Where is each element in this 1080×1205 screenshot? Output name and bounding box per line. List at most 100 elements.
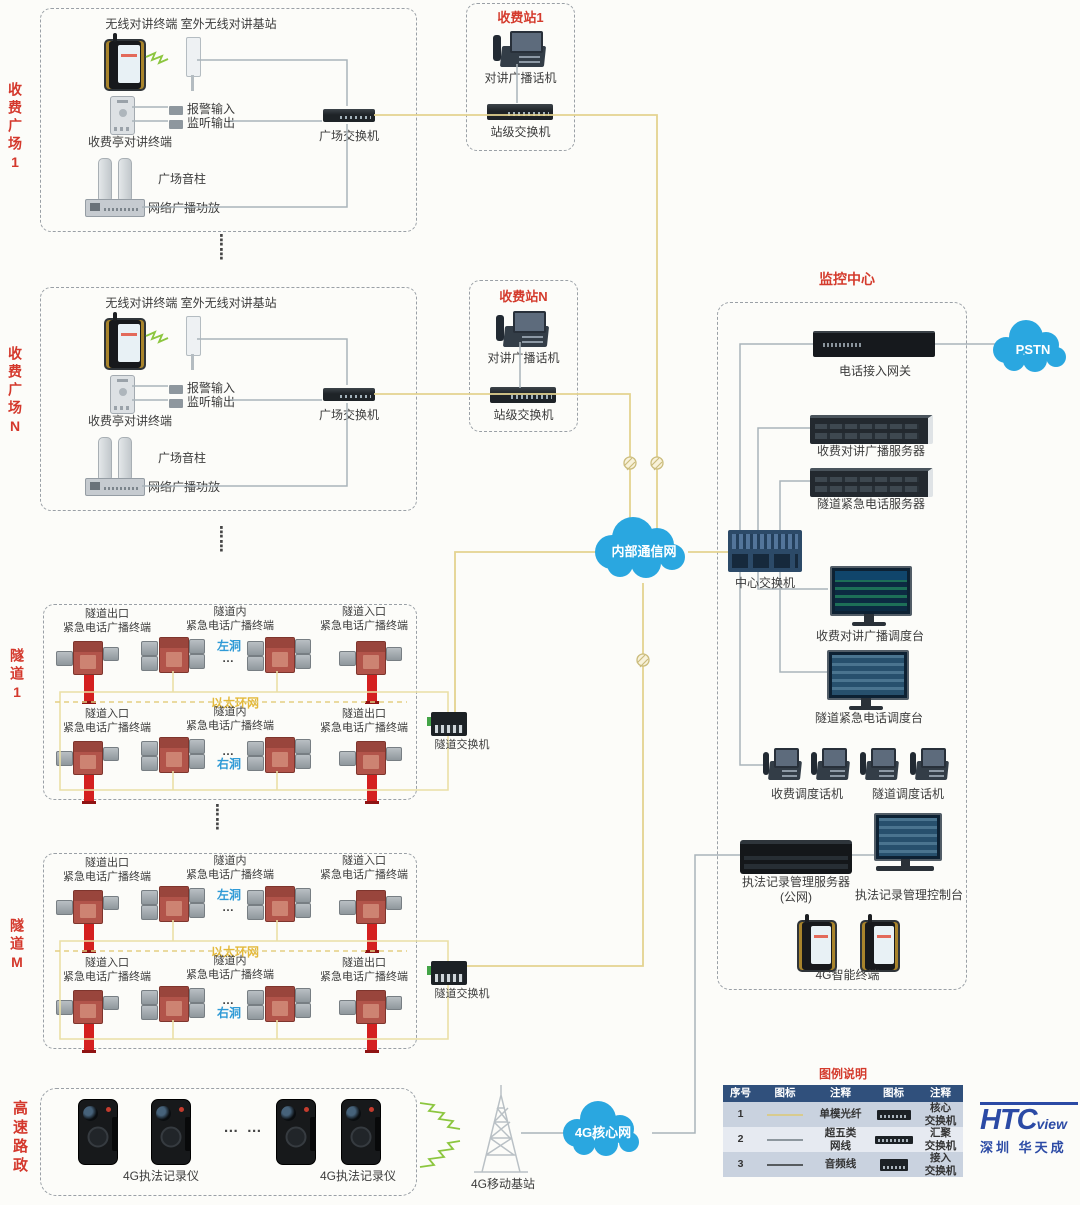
camera-button-icon xyxy=(160,1126,182,1148)
tunnel-dispatch-console-label: 隧道紧急电话调度台 xyxy=(814,711,923,725)
legend-note: 汇聚 交换机 xyxy=(918,1127,963,1152)
terminal-group-label: 隧道内 紧急电话广播终端 xyxy=(186,855,274,881)
tunnel-switch-label: 隧道交换机 xyxy=(434,739,490,751)
speaker-grille-icon xyxy=(116,378,129,383)
camera-clip xyxy=(375,1116,381,1152)
side-label-toll-plaza-1: 收费广场1 xyxy=(7,82,23,174)
horn-speaker-icon xyxy=(247,905,264,920)
alarm-input-label: 报警输入 xyxy=(187,381,236,395)
sound-column-icon xyxy=(98,158,112,201)
horn-speaker-icon xyxy=(295,639,311,654)
horn-speaker-icon xyxy=(295,888,311,903)
monitoring-center-title: 监控中心 xyxy=(819,271,875,287)
monitor-base xyxy=(852,622,886,626)
camera-button-icon xyxy=(285,1126,307,1148)
plaza-switch-icon xyxy=(323,388,375,401)
horn-speaker-icon xyxy=(103,747,119,761)
horn-speaker-icon xyxy=(56,900,73,915)
emergency-phone-terminal-icon xyxy=(73,741,103,775)
red-post-icon xyxy=(365,1024,379,1053)
sound-column-label: 广场音柱 xyxy=(158,172,207,186)
legend-table: 序号 图标 注释 图标 注释 1 单模光纤 核心 交换机 2 超五类 网线 汇聚… xyxy=(723,1085,963,1177)
record-led-icon xyxy=(304,1107,309,1112)
terminal-group-label: 隧道内 紧急电话广播终端 xyxy=(186,606,274,632)
horn-speaker-icon xyxy=(386,896,402,910)
outdoor-base-station-icon xyxy=(186,316,201,356)
camera-clip xyxy=(185,1116,191,1152)
horn-speaker-icon xyxy=(141,990,158,1005)
fiber-lines xyxy=(374,114,728,967)
toll-station-n-box: 收费站N 对讲广播话机 站级交换机 xyxy=(469,280,578,432)
legend-note: 接入 交换机 xyxy=(918,1152,963,1177)
call-button-icon xyxy=(118,388,127,397)
booth-terminal-label: 收费亭对讲终端 xyxy=(88,135,173,149)
toll-broadcast-server-icon xyxy=(810,415,933,444)
record-led-icon xyxy=(179,1107,184,1112)
phone-screen xyxy=(921,748,947,768)
horn-speaker-icon xyxy=(189,654,205,669)
terminal-group-label: 隧道入口 紧急电话广播终端 xyxy=(63,708,151,734)
wireless-header-label: 无线对讲终端 室外无线对讲基站 xyxy=(105,296,277,310)
horn-speaker-icon xyxy=(247,641,264,656)
horn-speaker-icon xyxy=(339,1000,356,1015)
logo-wordmark: HTCview xyxy=(980,1102,1078,1135)
tunnel-switch-icon xyxy=(427,961,467,985)
legend-row: 3 音频线 接入 交换机 xyxy=(723,1152,963,1177)
ellipsis: … xyxy=(222,900,236,914)
red-post-icon xyxy=(365,924,379,953)
law-record-console-icon xyxy=(874,813,942,861)
phone-keys xyxy=(830,769,846,777)
side-label-highway-admin: 高速路政 xyxy=(11,1100,28,1176)
legend-row: 2 超五类 网线 汇聚 交换机 xyxy=(723,1127,963,1152)
4g-smart-terminal-icon xyxy=(797,914,837,972)
highway-admin-box: … … 4G执法记录仪 4G执法记录仪 xyxy=(40,1088,417,1196)
cat5e-line-swatch-icon xyxy=(758,1127,812,1152)
broadcast-amplifier-icon xyxy=(85,478,145,496)
emergency-phone-terminal-icon xyxy=(159,637,189,673)
plaza-switch-label: 广场交换机 xyxy=(318,408,379,422)
phone-keys xyxy=(519,54,540,64)
legend-row: 1 单模光纤 核心 交换机 xyxy=(723,1102,963,1127)
horn-speaker-icon xyxy=(141,641,158,656)
alarm-input-icon xyxy=(169,385,183,394)
antenna-stub-icon xyxy=(112,33,117,42)
emergency-phone-terminal-icon xyxy=(265,637,295,673)
device-screen xyxy=(118,324,141,363)
dispatch-phone-icon xyxy=(910,748,949,780)
horn-speaker-icon xyxy=(295,903,311,918)
4g-recorder-label: 4G执法记录仪 xyxy=(122,1169,199,1183)
ellipsis-separator: ⋮ ⋮ xyxy=(210,802,227,834)
bore-label: 右洞 xyxy=(216,1006,241,1020)
ellipsis-separator: ⋮ ⋮ xyxy=(214,232,231,264)
record-led-icon xyxy=(369,1107,374,1112)
tunnel-switch-icon xyxy=(427,712,467,736)
legend-header: 图标 xyxy=(869,1085,918,1102)
amplifier-label: 网络广播功放 xyxy=(148,201,221,215)
plaza-switch-label: 广场交换机 xyxy=(318,129,379,143)
listen-output-icon xyxy=(169,399,183,408)
side-label-toll-plaza-n: 收费广场N xyxy=(7,346,23,438)
side-label-tunnel-1: 隧道1 xyxy=(9,648,25,704)
legend-note: 核心 交换机 xyxy=(918,1102,963,1127)
4g-core-cloud-label: 4G核心网 xyxy=(574,1125,632,1140)
listen-output-icon xyxy=(169,120,183,129)
emergency-phone-terminal-icon xyxy=(159,737,189,773)
terminal-group-label: 隧道出口 紧急电话广播终端 xyxy=(63,608,151,634)
toll-dispatch-phone-label: 收费调度话机 xyxy=(770,787,843,801)
base-station-pole-icon xyxy=(191,75,194,91)
horn-speaker-icon xyxy=(247,756,264,771)
broadcast-amplifier-icon xyxy=(85,199,145,217)
horn-speaker-icon xyxy=(189,639,205,654)
legend-note: 单模光纤 xyxy=(812,1102,869,1127)
call-button-icon xyxy=(118,109,127,118)
horn-speaker-icon xyxy=(56,751,73,766)
toll-dispatch-console-icon xyxy=(830,566,912,616)
horn-speaker-icon xyxy=(141,890,158,905)
legend-header: 图标 xyxy=(758,1085,812,1102)
emergency-phone-terminal-icon xyxy=(73,890,103,924)
toll-plaza-1-box: 无线对讲终端 室外无线对讲基站 报警输入 监听输出 收费亭对讲终端 广场音柱 网… xyxy=(40,8,417,232)
station-title: 收费站N xyxy=(499,289,548,304)
monitor-stand xyxy=(861,698,871,706)
emergency-phone-terminal-icon xyxy=(356,641,386,675)
4g-recorder-label: 4G执法记录仪 xyxy=(319,1169,396,1183)
